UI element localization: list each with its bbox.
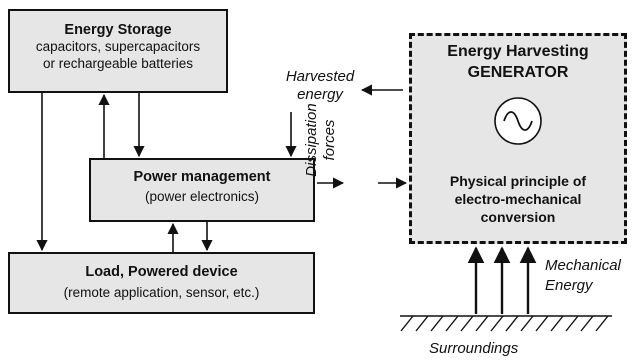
load-subtitle: (remote application, sensor, etc.) xyxy=(63,285,260,300)
mechanical-line2: Energy xyxy=(545,277,593,294)
energy-storage-line2: or rechargeable batteries xyxy=(42,56,194,71)
harvested-energy-label: Harvested energy xyxy=(270,68,370,104)
energy-harvesting-generator-box: Energy Harvesting GENERATOR Physical pri… xyxy=(409,33,627,244)
mechanical-line1: Mechanical xyxy=(545,257,621,274)
generator-title-line2: GENERATOR xyxy=(467,64,569,81)
generator-title-line1: Energy Harvesting xyxy=(447,43,589,60)
ac-source-icon xyxy=(494,97,542,145)
harvested-line1: Harvested xyxy=(285,68,355,85)
power-management-subtitle: (power electronics) xyxy=(144,189,260,204)
energy-storage-line1: capacitors, supercapacitors xyxy=(35,39,201,54)
generator-title: Energy Harvesting GENERATOR xyxy=(412,41,624,83)
power-management-box: Power management (power electronics) xyxy=(89,158,315,222)
load-box: Load, Powered device (remote application… xyxy=(8,252,315,314)
generator-principle: Physical principle of electro-mechanical… xyxy=(412,172,624,226)
generator-principle-line1: Physical principle of xyxy=(449,173,587,189)
generator-principle-line2: electro-mechanical xyxy=(454,191,582,207)
dissipation-forces-label: Dissipation forces xyxy=(303,85,339,195)
surroundings-label: Surroundings xyxy=(429,340,519,357)
dissipation-line1: Dissipation xyxy=(303,103,320,177)
dissipation-line2: forces xyxy=(321,119,338,161)
ground-hatching xyxy=(400,315,612,332)
power-management-title: Power management xyxy=(133,169,271,185)
harvested-line2: energy xyxy=(297,86,343,103)
energy-storage-title: Energy Storage xyxy=(64,22,172,38)
energy-storage-box: Energy Storage capacitors, supercapacito… xyxy=(8,9,228,93)
load-title: Load, Powered device xyxy=(85,264,238,280)
mechanical-energy-label: Mechanical Energy xyxy=(545,256,637,296)
generator-principle-line3: conversion xyxy=(480,209,556,225)
